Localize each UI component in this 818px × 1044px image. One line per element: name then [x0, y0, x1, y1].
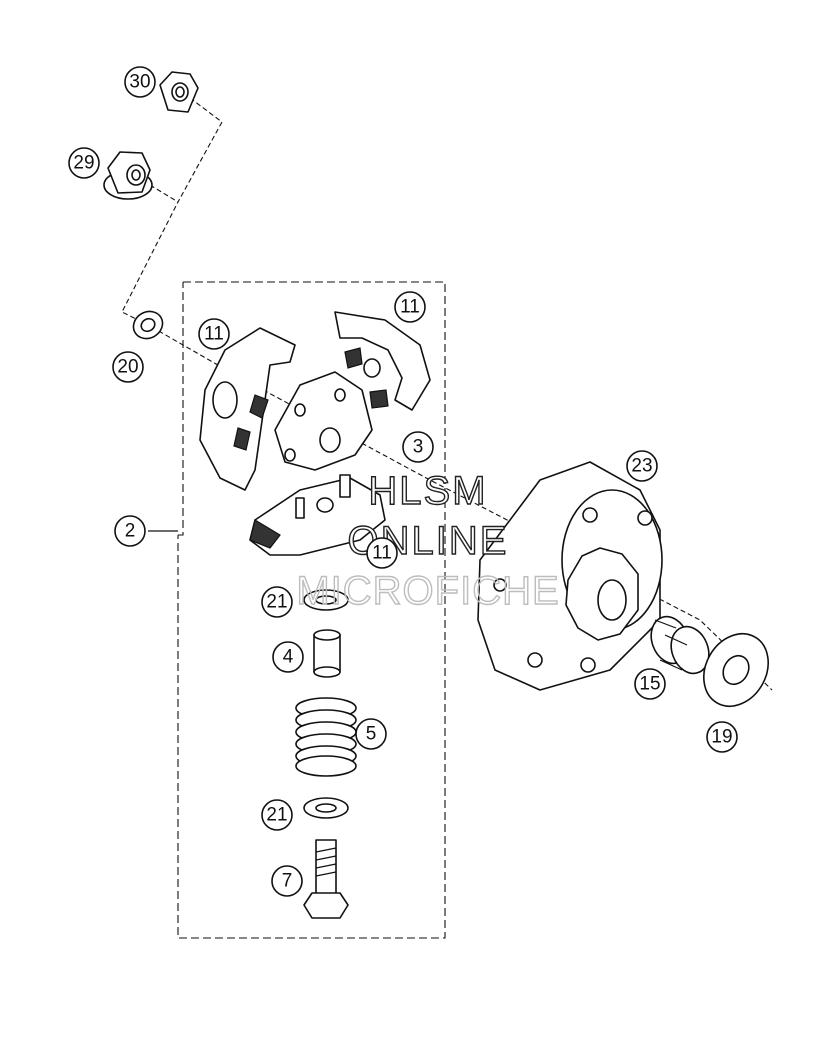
callout-21-upper-label: 21: [266, 592, 287, 613]
watermark-line-1: HLSM: [368, 469, 487, 513]
callout-11-left-label: 11: [204, 324, 224, 345]
bolt-part-7: [303, 839, 349, 919]
callout-19-label: 19: [711, 727, 732, 748]
clutch-shoe-left: [199, 327, 296, 491]
callout-11-left: 11: [198, 318, 230, 350]
callout-7: 7: [271, 865, 303, 897]
callout-20: 20: [112, 351, 144, 383]
callout-11-bottom: 11: [366, 537, 398, 569]
callout-7-label: 7: [282, 871, 293, 892]
flange-nut-part-29: [103, 151, 153, 200]
washer-part-19: [703, 633, 769, 707]
callout-4: 4: [272, 641, 304, 673]
callout-21-lower-label: 21: [266, 805, 287, 826]
callout-4-label: 4: [283, 647, 294, 668]
callout-11-bottom-label: 11: [372, 543, 392, 564]
callout-19: 19: [706, 721, 738, 753]
washer-part-20: [132, 310, 164, 340]
callout-23: 23: [626, 450, 658, 482]
assembly-frame: [177, 281, 446, 939]
callout-3-label: 3: [413, 437, 424, 458]
callout-11-top-label: 11: [400, 297, 420, 318]
callout-2: 2: [114, 515, 146, 547]
callout-29: 29: [68, 147, 100, 179]
callout-21-upper: 21: [261, 586, 293, 618]
callout-11-top: 11: [394, 291, 426, 323]
callout-15: 15: [634, 668, 666, 700]
callout-2-label: 2: [125, 521, 136, 542]
callout-29-label: 29: [73, 153, 94, 174]
callout-30: 30: [124, 66, 156, 98]
callout-5: 5: [355, 718, 387, 750]
clutch-shoe-top: [334, 311, 431, 411]
watermark-line-2: ONLINE: [348, 519, 509, 563]
clutch-shoe-bottom: [249, 474, 386, 556]
callout-23-label: 23: [631, 456, 652, 477]
callout-20-label: 20: [117, 357, 138, 378]
collar-part-4: [313, 629, 341, 678]
callout-3: 3: [402, 431, 434, 463]
clutch-bell-part-23: [477, 461, 663, 691]
washer-part-21-lower: [303, 797, 349, 819]
callout-5-label: 5: [366, 724, 377, 745]
callout-30-label: 30: [129, 72, 150, 93]
callout-15-label: 15: [639, 674, 660, 695]
watermark-line-3: MICROFICHE: [296, 569, 559, 613]
drive-plate-part-3: [274, 371, 373, 471]
watermark: HLSM ONLINE MICROFICHE: [296, 468, 560, 613]
washer-part-21-upper: [303, 589, 349, 611]
callout-21-lower: 21: [261, 799, 293, 831]
spring-part-5: [295, 697, 357, 777]
nut-part-30: [159, 71, 199, 113]
needle-bearing-part-15: [650, 615, 710, 675]
